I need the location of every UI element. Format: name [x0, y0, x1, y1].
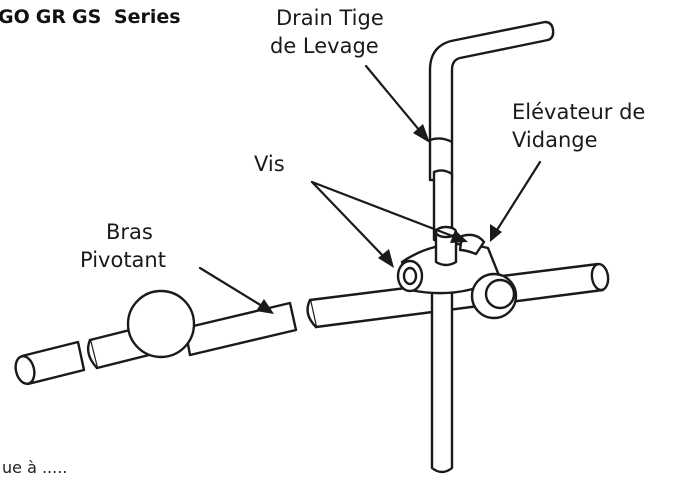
- leader-vis-right: [310, 180, 468, 243]
- series-model-1: GO: [0, 6, 30, 28]
- label-drain-tige-line2: de Levage: [270, 34, 379, 58]
- pivot-arm-left-segment: [14, 340, 86, 386]
- leader-elevateur: [490, 160, 542, 242]
- label-drain-tige-line1: Drain Tige: [276, 6, 384, 30]
- series-model-3: GS: [71, 6, 102, 28]
- series-model-2: GR: [35, 6, 66, 28]
- leader-vis-left: [310, 180, 394, 268]
- lift-rod-upper: [428, 20, 555, 182]
- label-elevateur-line2: Vidange: [512, 128, 598, 152]
- label-vis: Vis: [254, 152, 285, 176]
- label-elevateur-line1: Elévateur de: [512, 100, 646, 124]
- series-word: Series: [113, 6, 181, 28]
- leader-drain-tige: [364, 64, 430, 143]
- leader-bras: [198, 266, 274, 314]
- label-bras-line1: Bras: [106, 220, 153, 244]
- lift-rod-lower: [430, 280, 454, 474]
- label-bras-line2: Pivotant: [80, 248, 166, 272]
- drain-elevator-clamp: [396, 225, 518, 320]
- footer-partial-text: ue à .....: [2, 458, 68, 477]
- pivot-ball: [126, 289, 196, 359]
